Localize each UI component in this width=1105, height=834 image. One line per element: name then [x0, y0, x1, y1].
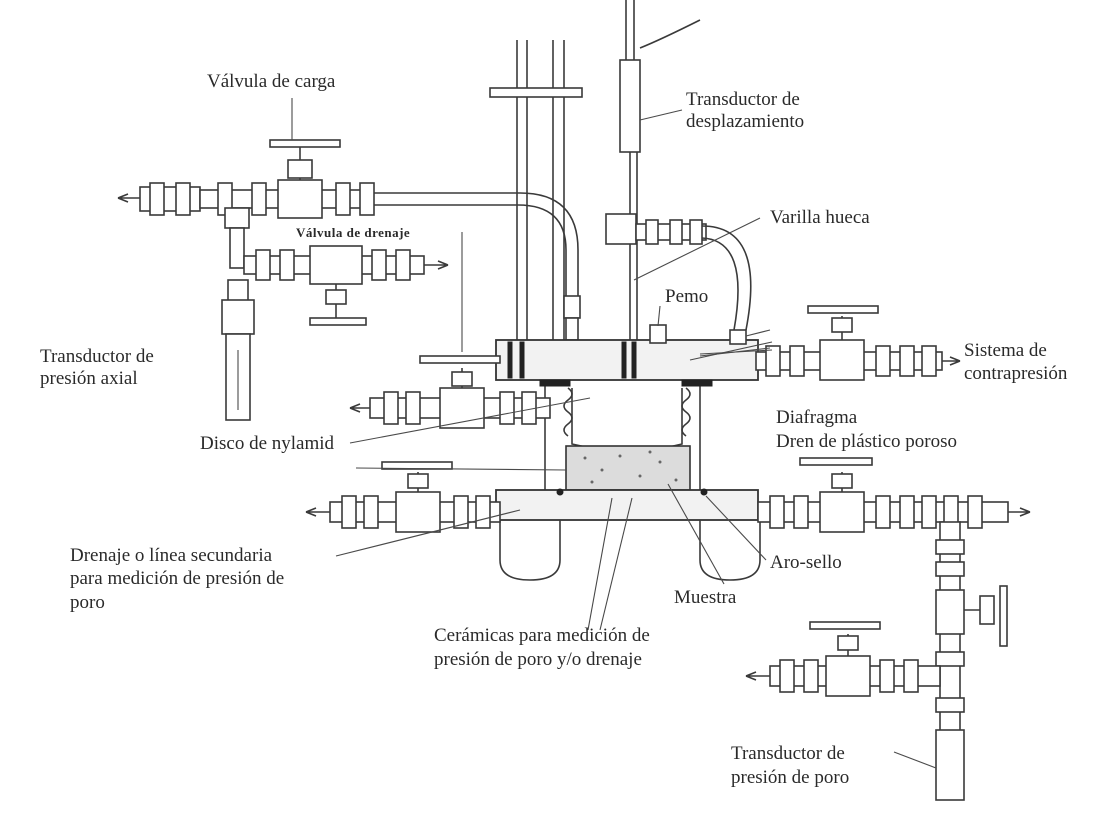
support-rods — [489, 40, 701, 490]
label-drenaje-2: para medición de presión de — [70, 568, 285, 589]
label-disco-nylamid: Disco de nylamid — [200, 433, 335, 454]
label-transductor-axial-1: Transductor de — [40, 346, 154, 367]
label-transductor-poro-2: presión de poro — [731, 767, 850, 788]
drainage-valve-assembly — [224, 207, 449, 326]
label-dren-plastico: Dren de plástico poroso — [776, 431, 957, 452]
base-drainage-left — [305, 461, 501, 533]
backpressure-valve-assembly — [755, 305, 961, 381]
label-ceramicas-1: Cerámicas para medición de — [434, 625, 650, 646]
label-aro-sello: Aro-sello — [770, 552, 842, 573]
label-drenaje-3: poro — [70, 592, 105, 613]
label-valvula-carga: Válvula de carga — [207, 71, 336, 92]
sample-texture — [583, 450, 678, 484]
axial-pressure-transducer — [221, 279, 255, 421]
top-cap — [495, 213, 759, 381]
sample-chamber — [539, 379, 713, 491]
label-transductor-desplazamiento-2: desplazamiento — [686, 111, 805, 132]
load-valve-assembly — [117, 139, 581, 341]
nylamid-disc-valve — [349, 355, 551, 429]
label-sistema-contrapresion-1: Sistema de — [964, 340, 1047, 361]
label-ceramicas-2: presión de poro y/o drenaje — [434, 649, 642, 670]
label-transductor-poro-1: Transductor de — [731, 743, 845, 764]
leader-lines — [291, 98, 937, 769]
displacement-transducer — [619, 0, 701, 345]
label-diafragma: Diafragma — [776, 407, 858, 428]
label-transductor-desplazamiento-1: Transductor de — [686, 89, 800, 110]
label-drenaje-1: Drenaje o línea secundaria — [70, 545, 273, 566]
pore-pressure-line — [745, 521, 1008, 801]
base-drainage-right — [757, 457, 1031, 533]
label-muestra: Muestra — [674, 587, 737, 608]
label-valvula-drenaje: Válvula de drenaje — [296, 225, 411, 240]
label-sistema-contrapresion-2: contrapresión — [964, 363, 1068, 384]
label-transductor-axial-2: presión axial — [40, 368, 138, 389]
base-plate — [495, 488, 761, 581]
label-pemo: Pemo — [665, 286, 709, 307]
label-varilla-hueca: Varilla hueca — [770, 207, 870, 228]
